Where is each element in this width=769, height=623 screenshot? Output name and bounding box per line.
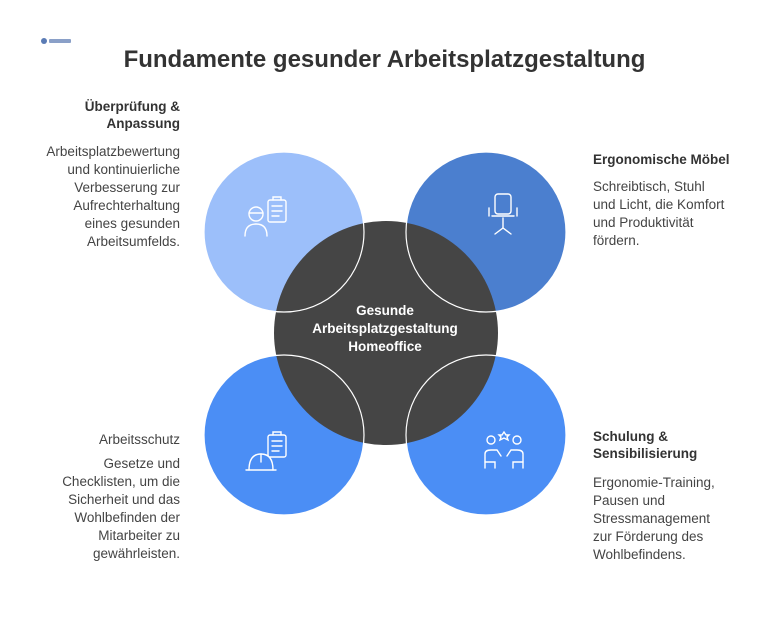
heading-top-left: Überprüfung & Anpassung (84, 99, 180, 131)
worker-clipboard-icon (244, 196, 287, 237)
center-label: Gesunde Arbeitsplatzgestaltung Homeoffic… (312, 303, 458, 354)
desc-bottom-right: Ergonomie-Training, Pausen und Stressman… (593, 475, 715, 562)
office-chair-icon (488, 193, 518, 235)
desc-bottom-left: Gesetze und Checklisten, um die Sicherhe… (62, 456, 180, 561)
page-title: Fundamente gesunder Arbeitsplatzgestaltu… (123, 46, 646, 73)
logo (41, 38, 71, 44)
heading-bottom-right: Schulung & Sensibilisierung (593, 429, 698, 461)
desc-top-right: Schreibtisch, Stuhl und Licht, die Komfo… (593, 179, 725, 248)
heading-top-right: Ergonomische Möbel (593, 152, 730, 167)
desc-top-left: Arbeitsplatzbewertung und kontinuierlich… (46, 144, 180, 249)
circle-center (274, 221, 498, 445)
training-people-icon (484, 430, 524, 469)
hardhat-clipboard-icon (245, 431, 287, 471)
heading-bottom-left: Arbeitsschutz (98, 432, 180, 447)
